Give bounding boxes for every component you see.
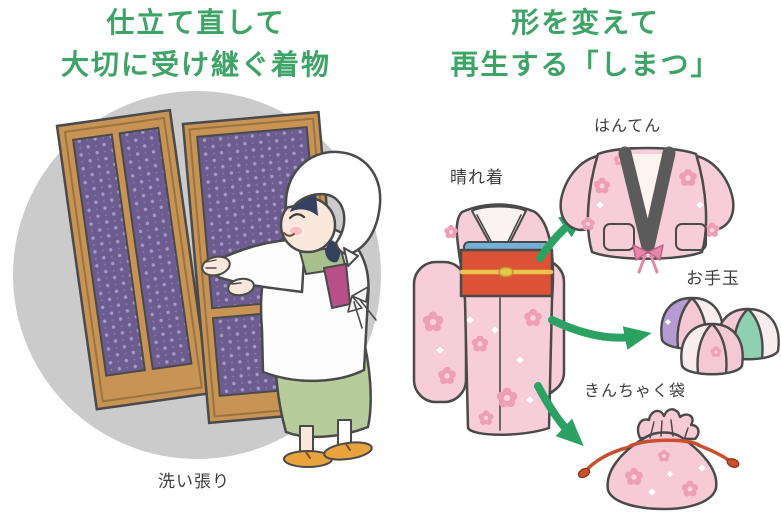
hanten-illustration (559, 146, 735, 274)
kimono-collar (471, 205, 527, 263)
drawstring-neck (628, 438, 701, 448)
hood-knot (343, 247, 359, 267)
right-heading: 形を変えて 再生する「しまつ」 (390, 2, 781, 86)
zori-sandal (323, 441, 373, 461)
kimono-label: 晴れ着 (450, 168, 504, 188)
left-heading: 仕立て直して 大切に受け継ぐ着物 (0, 2, 392, 86)
mouth (283, 232, 295, 237)
otedama-illustration (660, 296, 780, 376)
arrow-to-otedama-icon (548, 316, 652, 350)
hanten-collar (618, 146, 676, 254)
hanten-label: はんてん (594, 116, 662, 135)
hanten-bow (632, 244, 664, 261)
hand (227, 277, 255, 297)
kimono-fabric-strip (71, 133, 146, 377)
kimono-left-sleeve (412, 260, 468, 404)
right-heading-line1: 形を変えて (511, 6, 660, 39)
otedama-label: お手玉 (686, 269, 740, 289)
kinchaku-gather-top (636, 408, 700, 441)
apron-bow (347, 286, 369, 313)
blush (290, 227, 302, 235)
right-heading-line2: 再生する「しまつ」 (450, 48, 721, 81)
arrow-to-kinchaku-icon (534, 382, 584, 446)
hanten-pocket (675, 223, 707, 251)
stretching-board-left (55, 108, 212, 411)
left-heading-line1: 仕立て直して (106, 6, 286, 39)
left-heading-line2: 大切に受け継ぐ着物 (60, 48, 331, 81)
otedama-ball-front (680, 322, 744, 376)
obijime-knot (498, 266, 514, 278)
woman-illustration (201, 150, 382, 468)
hair-fringe (290, 194, 318, 216)
white-hood (284, 150, 382, 256)
arai-hari-caption: 洗い張り (158, 472, 230, 492)
kinchaku-illustration (577, 408, 740, 511)
hanten-pocket (603, 223, 635, 251)
kimono-fabric-strip (118, 126, 193, 371)
closed-eye (288, 213, 306, 220)
kinchaku-label: きんちゃく袋 (584, 381, 687, 400)
hanten-inner (632, 154, 662, 244)
